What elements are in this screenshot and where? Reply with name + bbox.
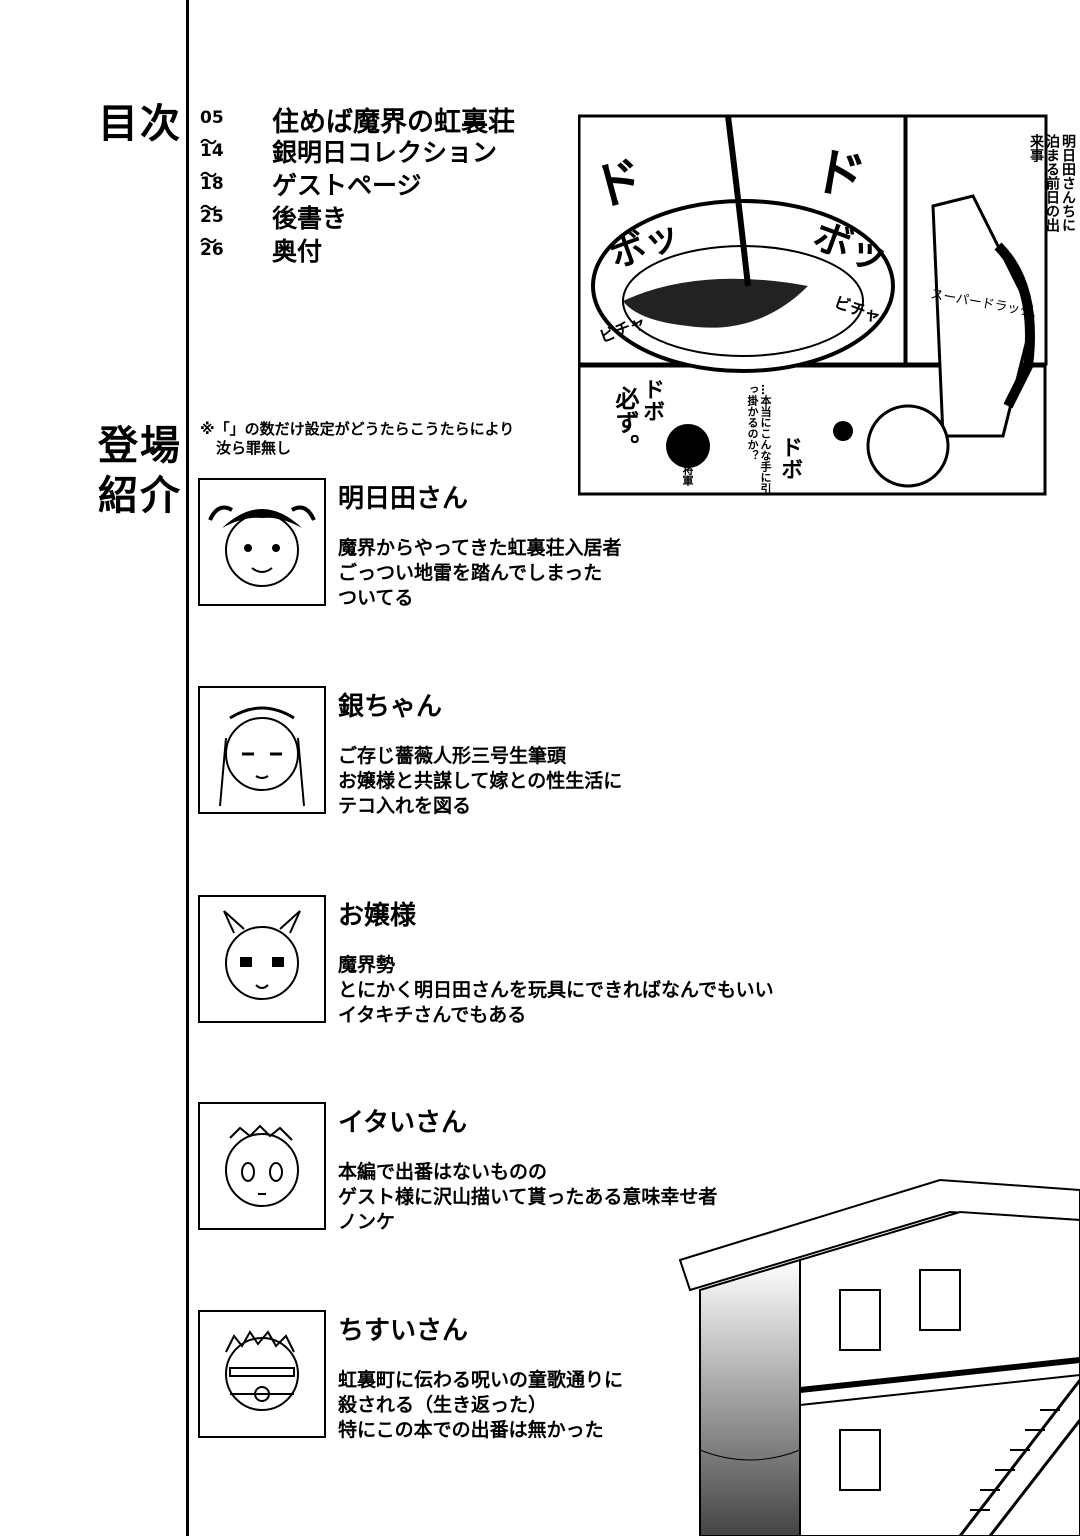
character-name: ちすいさん (338, 1316, 469, 1346)
description-line: ごっつい地雷を踏んでしまった (338, 562, 603, 584)
speech-hitsuzu: 必ず。 (611, 386, 639, 458)
character-description: 魔界勢 とにかく明日田さんを玩具にできればなんでもいい イタキチさんでもある (338, 953, 774, 1028)
speech-hontou: …本当にこんな手に引っ掛かるのか？ (746, 384, 772, 494)
toc-title: 銀明日コレクション (272, 138, 498, 167)
intro-heading-line2: 紹介 (98, 473, 182, 519)
character-name: イタいさん (338, 1108, 467, 1138)
description-line: お嬢様と共謀して嫁との性生活に (338, 770, 623, 792)
character-entry: 明日田さん 魔界からやってきた虹裏荘入居者 ごっつい地雷を踏んでしまった ついて… (198, 478, 838, 638)
description-line: とにかく明日田さんを玩具にできればなんでもいい (338, 979, 774, 1001)
toc-page-number: 26 (200, 240, 224, 260)
character-name: 明日田さん (338, 484, 469, 514)
toc-title: ゲストページ (272, 171, 422, 200)
description-line: テコ入れを図る (338, 795, 472, 817)
character-entry: お嬢様 魔界勢 とにかく明日田さんを玩具にできればなんでもいい イタキチさんでも… (198, 895, 838, 1055)
description-line: 魔界勢 (338, 954, 396, 976)
character-description: 魔界からやってきた虹裏荘入居者 ごっつい地雷を踏んでしまった ついてる (338, 536, 621, 611)
toc-page-number: 18～ (200, 174, 224, 219)
apartment-building-illustration (660, 1150, 1080, 1537)
description-line: ついてる (338, 587, 414, 609)
character-description: 虹裏町に伝わる呪いの童歌通りに 殺される（生き返った） 特にこの本での出番は無か… (338, 1368, 623, 1443)
description-line: 魔界からやってきた虹裏荘入居者 (338, 537, 622, 559)
toc-page-number: 14～ (200, 141, 224, 186)
note-line: 汝ら罪無し (216, 439, 292, 457)
description-line: 虹裏町に伝わる呪いの童歌通りに (338, 1369, 624, 1391)
character-description: 本編で出番はないものの ゲスト様に沢山描いて貰ったある意味幸せ者 ノンケ (338, 1160, 717, 1235)
note-line: ※「」の数だけ設定がどうたらこうたらにより (200, 420, 515, 438)
description-line: ご存じ薔薇人形三号生筆頭 (338, 745, 567, 767)
character-name: お嬢様 (338, 901, 417, 931)
description-line: 本編で出番はないものの (338, 1161, 548, 1183)
toc-heading: 目次 (98, 101, 182, 147)
toc-title: 奥付 (272, 237, 323, 266)
character-entry: イタいさん 本編で出番はないものの ゲスト様に沢山描いて貰ったある意味幸せ者 ノ… (198, 1102, 838, 1262)
description-line: 特にこの本での出番は無かった (338, 1419, 604, 1441)
description-line: ゲスト様に沢山描いて貰ったある意味幸せ者 (338, 1186, 718, 1208)
description-line: イタキチさんでもある (338, 1004, 527, 1026)
toc-title: 後書き (272, 204, 348, 233)
sfx-dobo: ドボ (777, 436, 802, 480)
character-entry: ちすいさん 虹裏町に伝わる呪いの童歌通りに 殺される（生き返った） 特にこの本で… (198, 1310, 838, 1470)
intro-note: ※「」の数だけ設定がどうたらこうたらにより 汝ら罪無し (200, 420, 514, 458)
description-line: ノンケ (338, 1211, 396, 1233)
comic-illustration (577, 114, 1048, 496)
character-portrait (198, 895, 326, 1023)
intro-heading-line1: 登場 (98, 423, 182, 469)
toc-page-number: 25～ (200, 207, 224, 252)
description-line: 殺される（生き返った） (338, 1394, 548, 1416)
sfx-dobo: ドボ (639, 378, 664, 422)
character-portrait (198, 686, 326, 814)
character-portrait (198, 478, 326, 606)
margin-divider-line (186, 0, 189, 1536)
speech-asuta: アスタ将軍は… (668, 431, 694, 486)
character-description: ご存じ薔薇人形三号生筆頭 お嬢様と共謀して嫁との性生活に テコ入れを図る (338, 744, 622, 819)
toc-page-number: 05～ (200, 108, 224, 153)
character-name: 銀ちゃん (338, 692, 443, 722)
toc-title: 住めば魔界の虹裏荘 (272, 107, 515, 138)
character-portrait (198, 1102, 326, 1230)
character-portrait (198, 1310, 326, 1438)
comic-caption: 明日田さんちに泊まる前日の出来事 (1028, 134, 1076, 232)
character-entry: 銀ちゃん ご存じ薔薇人形三号生筆頭 お嬢様と共謀して嫁との性生活に テコ入れを図… (198, 686, 838, 846)
comic-panel: 明日田さんちに泊まる前日の出来事 ド ド ボッ ボッ ビチャ ビチャ スーパード… (577, 96, 1076, 496)
